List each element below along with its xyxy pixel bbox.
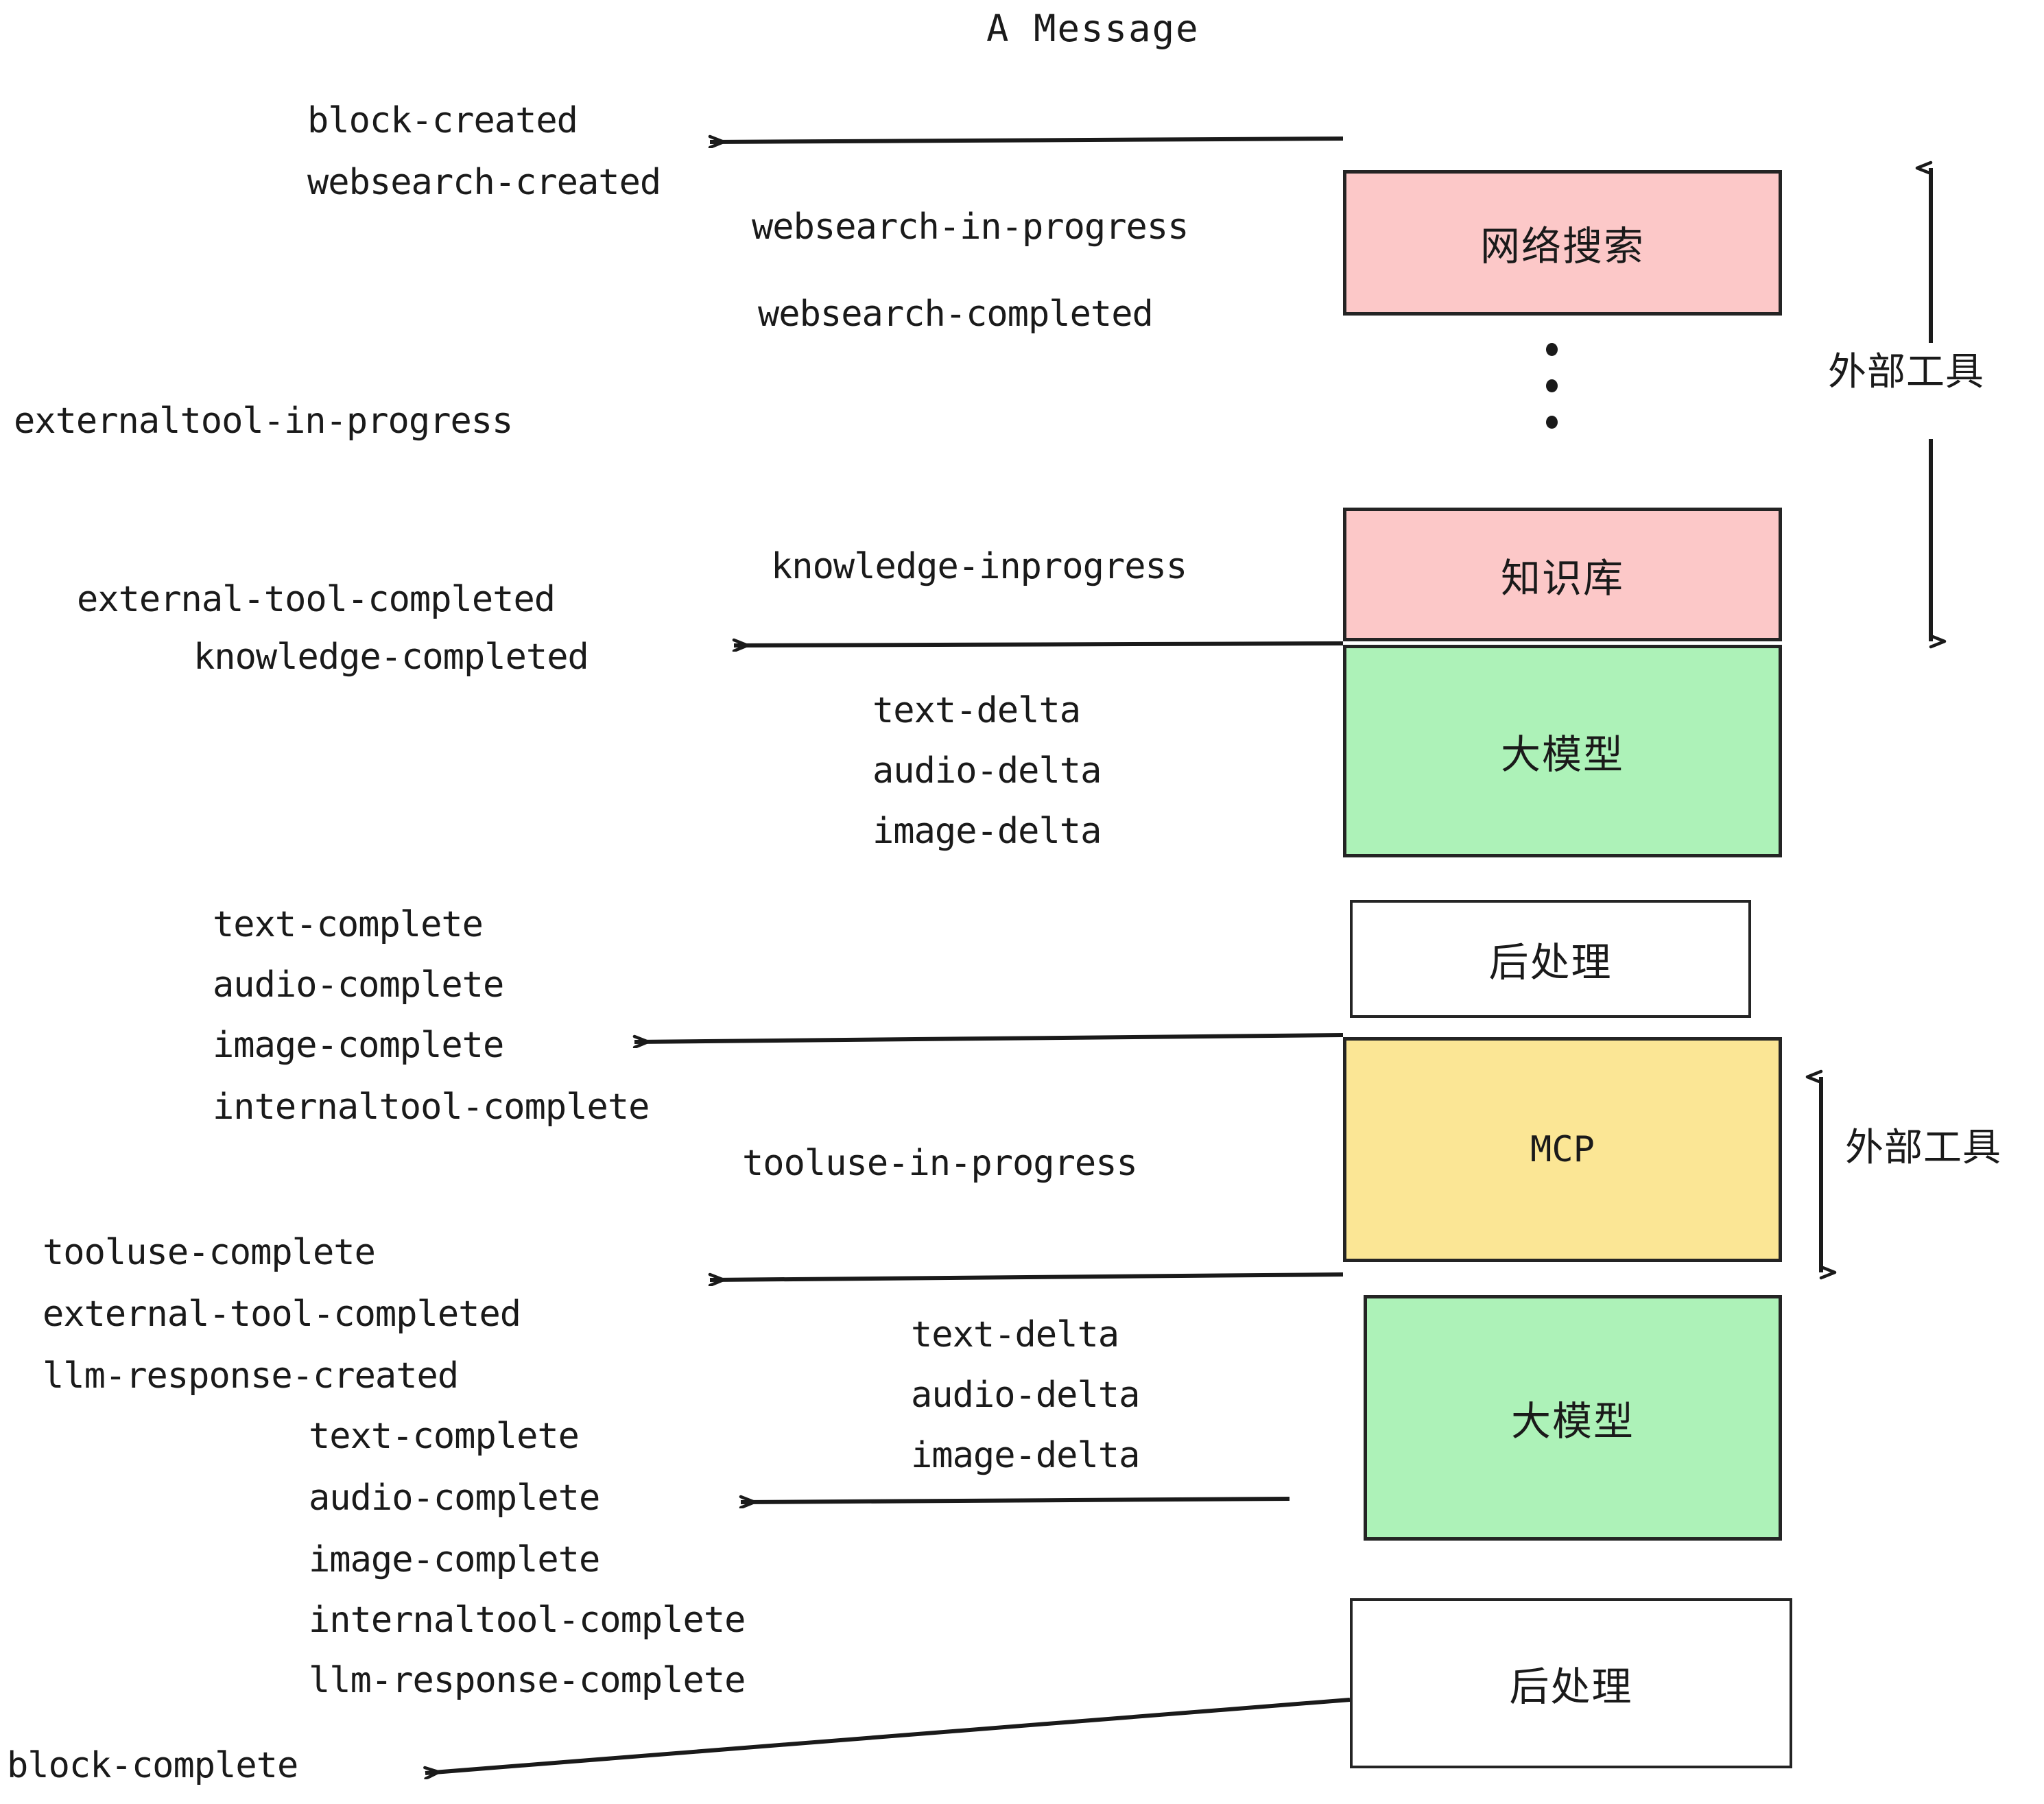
diagram-title: A Message (986, 7, 1200, 50)
side-label-external-tool-bottom: 外部工具 (1845, 1126, 2001, 1170)
node-llm-top-label: 大模型 (1500, 731, 1624, 778)
event-text-delta-2: text-delta (911, 1314, 1119, 1355)
event-externaltool-in-progress: externaltool-in-progress (14, 401, 513, 442)
event-image-delta-2: image-delta (911, 1435, 1140, 1476)
event-audio-complete-1: audio-complete (213, 964, 504, 1006)
arrow-audio-complete (741, 1499, 1290, 1502)
event-llm-response-complete: llm-response-complete (309, 1660, 746, 1701)
event-image-complete-2: image-complete (309, 1539, 600, 1580)
node-llm-bottom[interactable]: 大模型 (1364, 1295, 1782, 1541)
event-block-complete: block-complete (7, 1745, 298, 1786)
event-text-complete-2: text-complete (309, 1416, 580, 1457)
side-label-external-tool-top: 外部工具 (1828, 350, 1984, 394)
node-post-top-label: 后处理 (1488, 939, 1613, 986)
event-external-tool-completed-1: external-tool-completed (77, 579, 556, 620)
node-websearch-label: 网络搜索 (1479, 223, 1645, 270)
event-tooluse-complete: tooluse-complete (43, 1232, 376, 1273)
arrow-image-complete (634, 1033, 1344, 1042)
event-internaltool-complete-2: internaltool-complete (309, 1600, 746, 1641)
arrow-websearch-created (710, 139, 1344, 142)
arrow-tooluse-complete (710, 1272, 1344, 1280)
node-websearch[interactable]: 网络搜索 (1343, 170, 1782, 316)
ellipsis-dots (1546, 343, 1558, 429)
event-websearch-created: websearch-created (307, 162, 661, 203)
event-audio-complete-2: audio-complete (309, 1477, 600, 1519)
arrow-block-complete (425, 1698, 1351, 1773)
event-audio-delta-2: audio-delta (911, 1375, 1140, 1416)
arrow-knowledge-completed (734, 643, 1344, 645)
node-llm-bottom-label: 大模型 (1510, 1398, 1635, 1445)
node-knowledge[interactable]: 知识库 (1343, 508, 1782, 641)
event-websearch-in-progress: websearch-in-progress (752, 206, 1189, 248)
node-post-bottom-label: 后处理 (1509, 1663, 1633, 1710)
event-image-delta-1: image-delta (872, 811, 1102, 852)
event-llm-response-created: llm-response-created (43, 1355, 459, 1397)
event-knowledge-completed: knowledge-completed (193, 637, 589, 678)
event-external-tool-completed-2: external-tool-completed (43, 1294, 521, 1335)
node-llm-top[interactable]: 大模型 (1343, 645, 1782, 857)
event-text-delta-1: text-delta (872, 690, 1081, 731)
event-tooluse-in-progress: tooluse-in-progress (742, 1143, 1138, 1184)
event-audio-delta-1: audio-delta (872, 750, 1102, 792)
event-text-complete-1: text-complete (213, 904, 484, 945)
node-post-bottom[interactable]: 后处理 (1350, 1598, 1792, 1768)
event-internaltool-complete-1: internaltool-complete (213, 1087, 650, 1128)
node-post-top[interactable]: 后处理 (1350, 900, 1751, 1018)
event-block-created: block-created (307, 100, 578, 141)
node-knowledge-label: 知识库 (1500, 554, 1624, 602)
node-mcp[interactable]: MCP (1343, 1037, 1782, 1262)
node-mcp-label: MCP (1530, 1129, 1595, 1170)
event-image-complete-1: image-complete (213, 1025, 504, 1066)
event-websearch-completed: websearch-completed (758, 294, 1154, 335)
event-knowledge-inprogress: knowledge-inprogress (771, 546, 1187, 587)
